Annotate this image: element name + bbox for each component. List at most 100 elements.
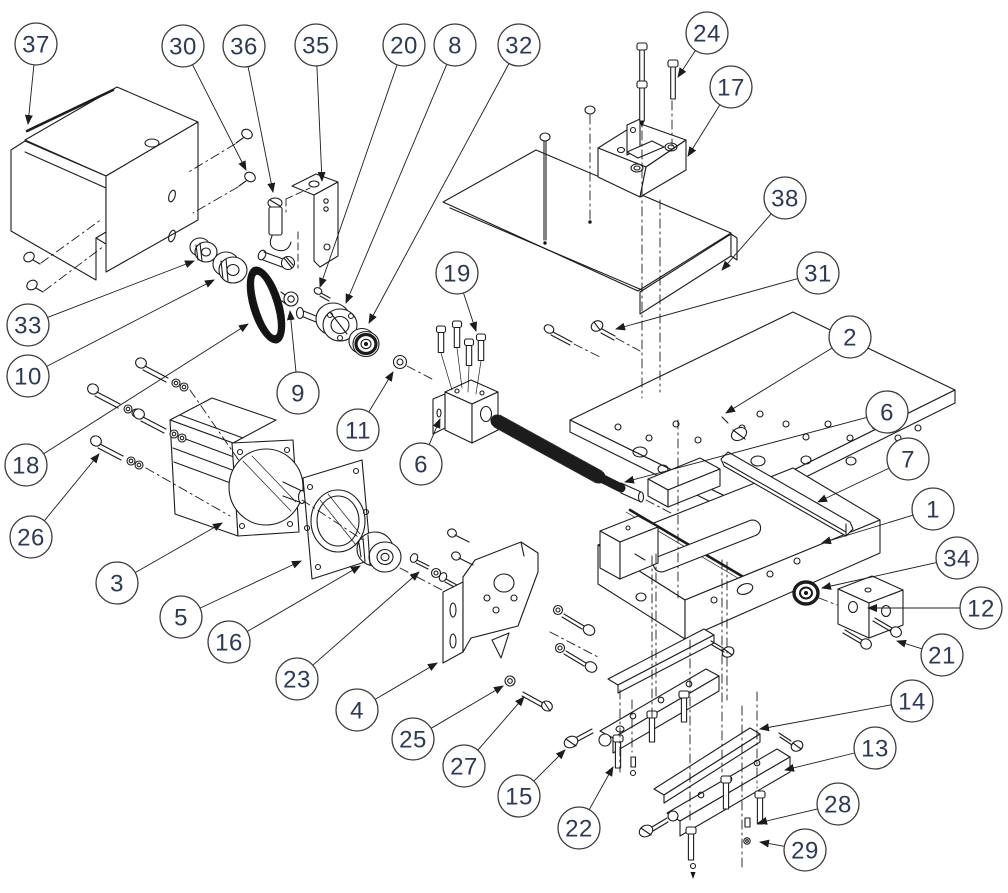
callout-leader-9 [286,310,297,373]
callout-number-29: 29 [791,838,819,865]
callout-number-11: 11 [345,418,371,445]
part-bar-14 [653,727,761,804]
callout-balloon-5 [159,595,203,639]
callout-leader-19 [463,292,477,332]
callout-balloon-35 [294,23,338,67]
construction-lines [301,100,758,869]
callout-balloon-24 [685,11,729,55]
callout-leader-17 [687,104,721,157]
part-leadscrew-6 [490,414,691,524]
callout-number-21: 21 [928,643,956,670]
callout-leader-25 [430,685,504,729]
callout-leader-38 [721,213,772,271]
callout-leader-10 [46,279,215,367]
callout-leader-33 [47,260,195,318]
callout-number-4: 4 [350,698,364,725]
motor-screws [87,357,241,517]
callout-number-2: 2 [843,325,857,352]
part-bracket-4 [442,528,539,664]
callout-number-32: 32 [505,33,533,60]
part-screws-30 [186,128,256,214]
part-bracket-35 [285,173,339,269]
callout-number-37: 37 [22,32,50,59]
callout-balloon-15 [497,774,541,818]
callout-balloon-6 [865,390,909,434]
hanging-screws [563,640,804,879]
callout-number-36: 36 [230,34,258,61]
callout-balloon-14 [890,679,934,723]
callout-number-5: 5 [174,605,188,632]
callout-balloon-10 [6,354,50,398]
part-washer-11 [392,354,433,380]
callout-number-31: 31 [804,261,832,288]
callout-balloon-1 [911,487,955,531]
callout-leader-6 [428,418,441,445]
part-pin-20 [313,287,331,302]
part-nut-29 [743,837,751,845]
callout-number-30: 30 [169,34,197,61]
callout-leader-29 [759,839,785,848]
callout-number-34: 34 [943,546,971,573]
part-fasteners-23 [409,553,458,589]
callout-number-17: 17 [717,75,745,102]
callout-balloon-3 [95,561,139,605]
callout-number-12: 12 [967,596,995,623]
callout-number-35: 35 [302,33,330,60]
callout-balloon-29 [783,828,827,872]
callout-balloon-36 [222,24,266,68]
callout-balloon-28 [816,782,860,826]
callout-number-23: 23 [283,667,311,694]
callout-leader-15 [533,749,566,782]
callout-number-24: 24 [693,21,721,48]
callout-balloon-32 [497,23,541,67]
callout-leader-4 [374,662,438,700]
callout-balloon-17 [709,65,753,109]
callout-number-19: 19 [443,261,471,288]
part-gib-7 [720,451,854,537]
callout-number-1: 1 [926,497,940,524]
callout-balloon-22 [557,806,601,850]
callout-leader-31 [615,278,798,331]
callout-balloon-8 [433,23,477,67]
callout-number-26: 26 [17,525,45,552]
callout-balloon-31 [796,251,840,295]
part-bearing-32 [348,327,380,358]
callout-leader-16 [246,565,361,632]
callout-leader-5 [199,560,302,609]
callout-number-20: 20 [390,33,418,60]
callout-balloon-6 [399,442,443,486]
callout-number-7: 7 [901,447,915,474]
part-screw-31 [590,320,641,352]
callout-balloon-27 [442,744,486,788]
callout-number-10: 10 [14,364,42,391]
callout-leader-13 [784,752,855,772]
part-block-6 [432,379,499,444]
callout-leader-1 [821,514,914,545]
callout-number-9: 9 [291,381,305,408]
tension-screw [257,249,296,271]
callout-leader-27 [477,696,525,751]
callout-number-3: 3 [110,571,124,598]
callout-balloon-21 [920,633,964,677]
part-belt-18 [246,266,286,344]
callout-number-18: 18 [12,453,40,480]
callout-leader-30 [192,64,247,171]
callout-leader-26 [43,453,100,522]
callout-number-14: 14 [898,689,926,716]
callout-number-6: 6 [414,452,428,479]
callout-leader-6 [624,416,867,484]
part-screws-19 [435,320,487,395]
callout-balloon-16 [207,620,251,664]
callout-leader-34 [821,562,937,590]
callout-balloon-7 [886,437,930,481]
callout-balloon-2 [828,315,872,359]
callout-leader-32 [368,63,510,324]
callout-number-15: 15 [505,784,533,811]
callout-balloon-19 [435,251,479,295]
part-screws-21 [842,617,902,650]
part-block-17 [597,118,687,198]
part-cover-38 [442,105,738,315]
callout-balloon-30 [161,24,205,68]
